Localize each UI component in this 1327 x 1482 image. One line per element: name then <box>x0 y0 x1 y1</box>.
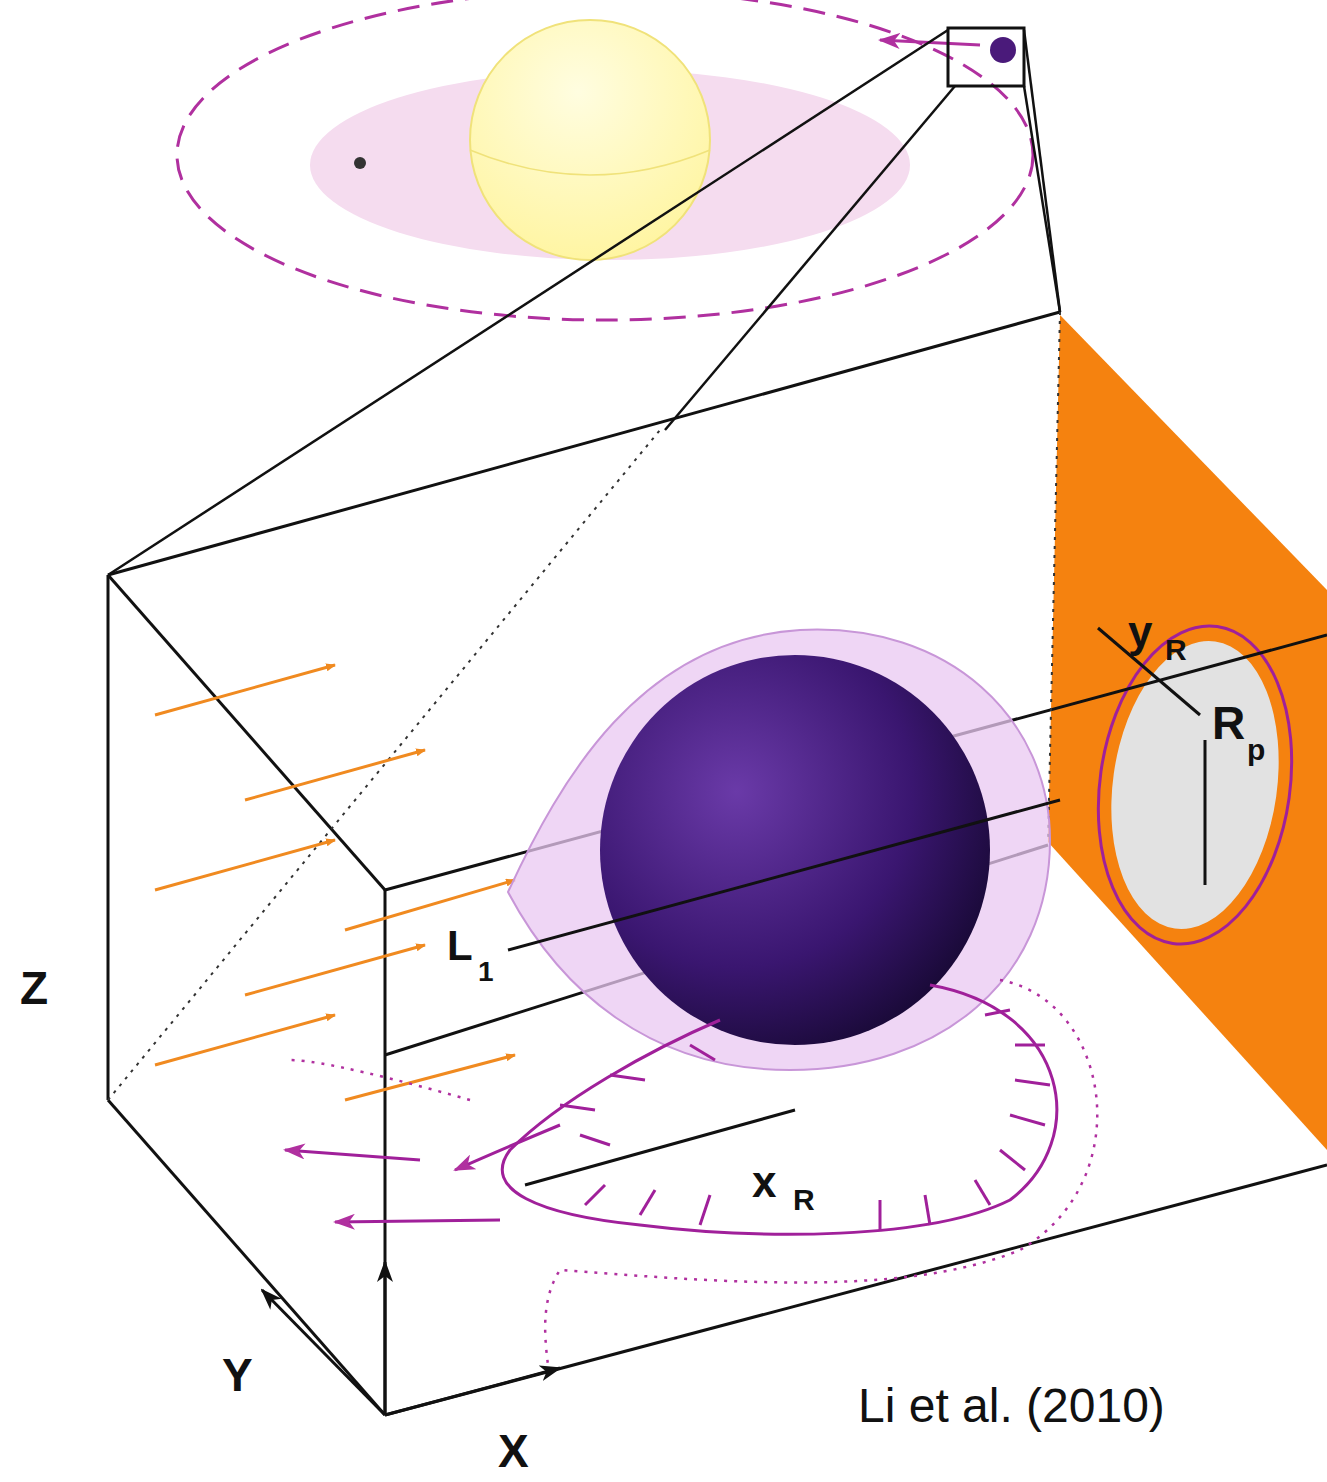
subscript: 1 <box>478 958 494 986</box>
subscript: R <box>793 1185 815 1215</box>
axis-name: Z <box>20 965 48 1011</box>
credit-text: Li et al. (2010) <box>858 1382 1165 1430</box>
radius-label: R <box>1212 700 1245 746</box>
subscript: R <box>1165 635 1187 665</box>
axis-label: x <box>752 1160 776 1204</box>
axis-name: X <box>498 1428 529 1474</box>
subscript: p <box>1247 735 1265 765</box>
axis-label: y <box>1128 610 1152 654</box>
region-label: L <box>447 925 473 967</box>
axis-name: Y <box>222 1352 253 1398</box>
